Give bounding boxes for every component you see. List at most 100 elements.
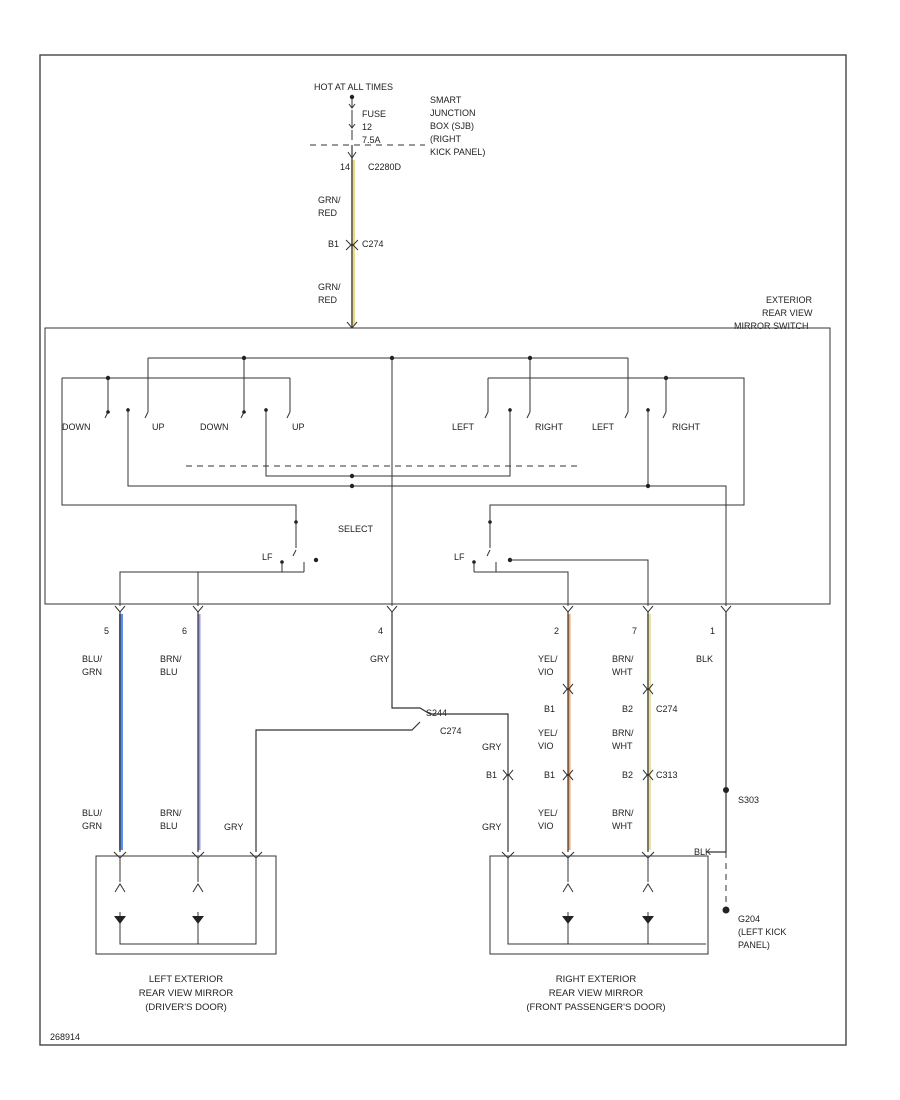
pin-number: 4: [378, 626, 383, 636]
wire-color-label: VIO: [538, 667, 554, 677]
wire-color-label: BLK: [696, 654, 713, 664]
bus-node: [663, 375, 669, 381]
wire-color-label: YEL/: [538, 808, 558, 818]
wire-color-label: BLK: [694, 847, 711, 857]
switch-name: MIRROR SWITCH: [734, 321, 809, 331]
contact-label-down: DOWN: [62, 422, 91, 432]
junction-box-label: KICK PANEL): [430, 147, 485, 157]
contact-node: [508, 408, 512, 412]
contact-wiring: [127, 420, 352, 487]
pin-number: 2: [554, 626, 559, 636]
wire-color-label: YEL/: [538, 728, 558, 738]
contact-label-down: DOWN: [200, 422, 229, 432]
connector-pin: B1: [486, 770, 497, 780]
wire-color-label: VIO: [538, 741, 554, 751]
pin-number: 1: [710, 626, 715, 636]
connector-pin: B1: [544, 704, 555, 714]
contact-label-left: LEFT: [452, 422, 475, 432]
wire-color-label: BLU: [160, 667, 178, 677]
fuse-number: 12: [362, 122, 372, 132]
fuse-label: FUSE: [362, 109, 386, 119]
wire-color-label: BRN/: [160, 654, 182, 664]
contact-label-up: UP: [152, 422, 165, 432]
connector-pin: B1: [328, 239, 339, 249]
fuse-symbol: [348, 99, 356, 140]
motor-icon: [192, 916, 204, 924]
motor-icon: [562, 916, 574, 924]
connector-pin: B1: [544, 770, 555, 780]
contact-label-right: RIGHT: [672, 422, 701, 432]
contact-node: [313, 557, 319, 563]
connector-label: C2280D: [368, 162, 402, 172]
switch-name: EXTERIOR: [766, 295, 813, 305]
bus-node: [389, 355, 395, 361]
wire-color-label: GRY: [482, 822, 501, 832]
updown-frame: [61, 377, 297, 522]
left-mirror-connectors: [113, 851, 263, 859]
contact-node: [294, 520, 298, 524]
splice-label: S244: [426, 708, 447, 718]
right-mirror-label: REAR VIEW MIRROR: [549, 988, 644, 999]
pin-number: 7: [632, 626, 637, 636]
diagram-frame: [39, 54, 847, 1046]
junction-box-label: BOX (SJB): [430, 121, 474, 131]
wire-color-label: BRN/: [612, 728, 634, 738]
right-mirror-housing: [489, 855, 709, 955]
wire-color-label: YEL/: [538, 654, 558, 664]
splice-s303: [723, 787, 729, 793]
switch-name: REAR VIEW: [762, 308, 813, 318]
contact-group-updown: [104, 408, 291, 420]
wire-color-label: GRN/: [318, 282, 341, 292]
wire-color-label: GRY: [482, 742, 501, 752]
bus-node: [527, 355, 533, 361]
contact-label-up: UP: [292, 422, 305, 432]
bus-node: [241, 355, 247, 361]
connector-label: C313: [656, 770, 678, 780]
wire-color-label: BRN/: [160, 808, 182, 818]
wire-color-label: BLU: [160, 821, 178, 831]
ground-label: G204: [738, 914, 760, 924]
contact-group-leftright: [484, 408, 667, 420]
contact-node: [106, 410, 110, 414]
select-lf-label: LF: [262, 552, 273, 562]
connector-pin: 14: [340, 162, 350, 172]
switch-bus: [147, 357, 629, 606]
connector-pin: B2: [622, 770, 633, 780]
wire-color-label: VIO: [538, 821, 554, 831]
contact-node: [646, 408, 650, 412]
contact-label-left: LEFT: [592, 422, 615, 432]
select-label: SELECT: [338, 524, 374, 534]
inline-connector-c274: [562, 683, 654, 695]
wire-color-label: BLU/: [82, 654, 103, 664]
left-mirror-motors: [114, 858, 257, 945]
select-contacts: [281, 562, 497, 572]
pin-number: 6: [182, 626, 187, 636]
connector-label: C274: [440, 726, 462, 736]
power-source-node: [349, 94, 355, 100]
left-mirror-housing: [95, 855, 277, 955]
mirror-switch-housing: [44, 327, 831, 605]
power-source-label: HOT AT ALL TIMES: [314, 82, 393, 92]
blk-wire: [706, 612, 727, 853]
bus-node: [349, 483, 355, 489]
ground-label: (LEFT KICK: [738, 927, 786, 937]
right-mirror-label: RIGHT EXTERIOR: [556, 974, 637, 985]
connector-label: C274: [362, 239, 384, 249]
wire-color-label: RED: [318, 295, 338, 305]
right-mirror-label: (FRONT PASSENGER'S DOOR): [526, 1002, 665, 1013]
wire-color-label: WHT: [612, 821, 633, 831]
wire-color-label: BRN/: [612, 808, 634, 818]
left-mirror-label: (DRIVER'S DOOR): [145, 1002, 227, 1013]
contact-node: [280, 560, 284, 564]
gry-wire: [255, 612, 509, 852]
contact-node: [264, 408, 268, 412]
ground-g204-icon: [722, 906, 730, 914]
contact-node: [472, 560, 476, 564]
select-switch-wiring: [292, 522, 491, 557]
wire-color-label: WHT: [612, 667, 633, 677]
connector-label: C274: [656, 704, 678, 714]
wire-color-label: BLU/: [82, 808, 103, 818]
bus-node: [349, 473, 355, 479]
contact-node: [242, 410, 246, 414]
